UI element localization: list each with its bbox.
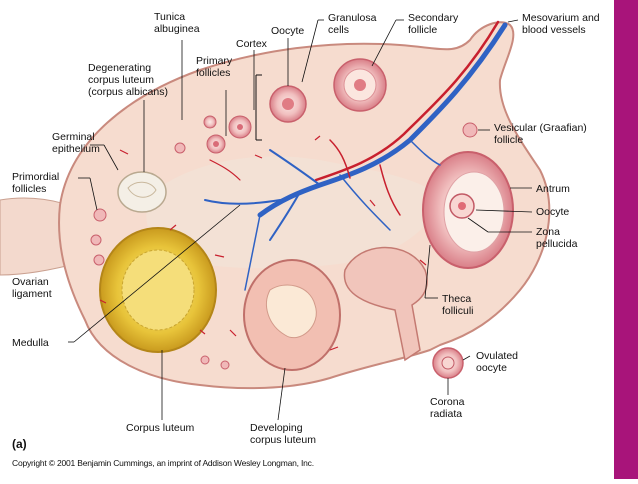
label-degenerating-corpus-luteum: Degenerating corpus luteum (corpus albic… xyxy=(88,62,168,98)
label-mesovarium: Mesovarium and blood vessels xyxy=(522,12,600,36)
label-corpus-luteum: Corpus luteum xyxy=(126,422,195,434)
label-zona-pellucida: Zona pellucida xyxy=(536,226,578,250)
label-tunica-albuginea: Tunica albuginea xyxy=(154,11,200,35)
primordial-follicle-1 xyxy=(93,208,107,222)
blood-vessels xyxy=(204,20,508,291)
panel-letter: (a) xyxy=(12,437,27,451)
label-developing-corpus-luteum: Developing corpus luteum xyxy=(250,422,316,446)
accent-sidebar xyxy=(614,0,638,479)
primary-follicle-3 xyxy=(203,115,217,129)
label-theca-folliculi: Theca folliculi xyxy=(442,293,474,317)
label-ovulated-oocyte: Ovulated oocyte xyxy=(476,350,519,374)
label-primordial-follicles: Primordial follicles xyxy=(12,171,60,195)
leader-lines xyxy=(68,19,533,421)
label-vesicular-follicle: Vesicular (Graafian) follicle xyxy=(494,122,587,146)
label-ovarian-ligament: Ovarian ligament xyxy=(12,276,52,300)
primordial-follicle-3 xyxy=(93,254,105,266)
label-antrum: Antrum xyxy=(536,183,570,195)
label-corona-radiata: Corona radiata xyxy=(430,396,465,420)
label-cortex: Cortex xyxy=(236,38,267,50)
copyright-notice: Copyright © 2001 Benjamin Cummings, an i… xyxy=(12,458,314,468)
label-germinal-epithelium: Germinal epithelium xyxy=(52,131,100,155)
label-secondary-follicle: Secondary follicle xyxy=(408,12,459,36)
capillaries xyxy=(99,135,427,351)
label-oocyte-right: Oocyte xyxy=(536,206,570,218)
label-primary-follicles: Primary follicles xyxy=(196,55,233,79)
label-granulosa-cells: Granulosa cells xyxy=(328,12,377,36)
label-oocyte-top: Oocyte xyxy=(271,25,305,37)
ruptured-follicle xyxy=(343,246,428,362)
cortex-bracket xyxy=(255,74,262,141)
primordial-follicle-2 xyxy=(90,234,102,246)
corpus-albicans xyxy=(117,171,167,213)
label-medulla: Medulla xyxy=(12,337,49,349)
medulla-region xyxy=(146,156,440,269)
